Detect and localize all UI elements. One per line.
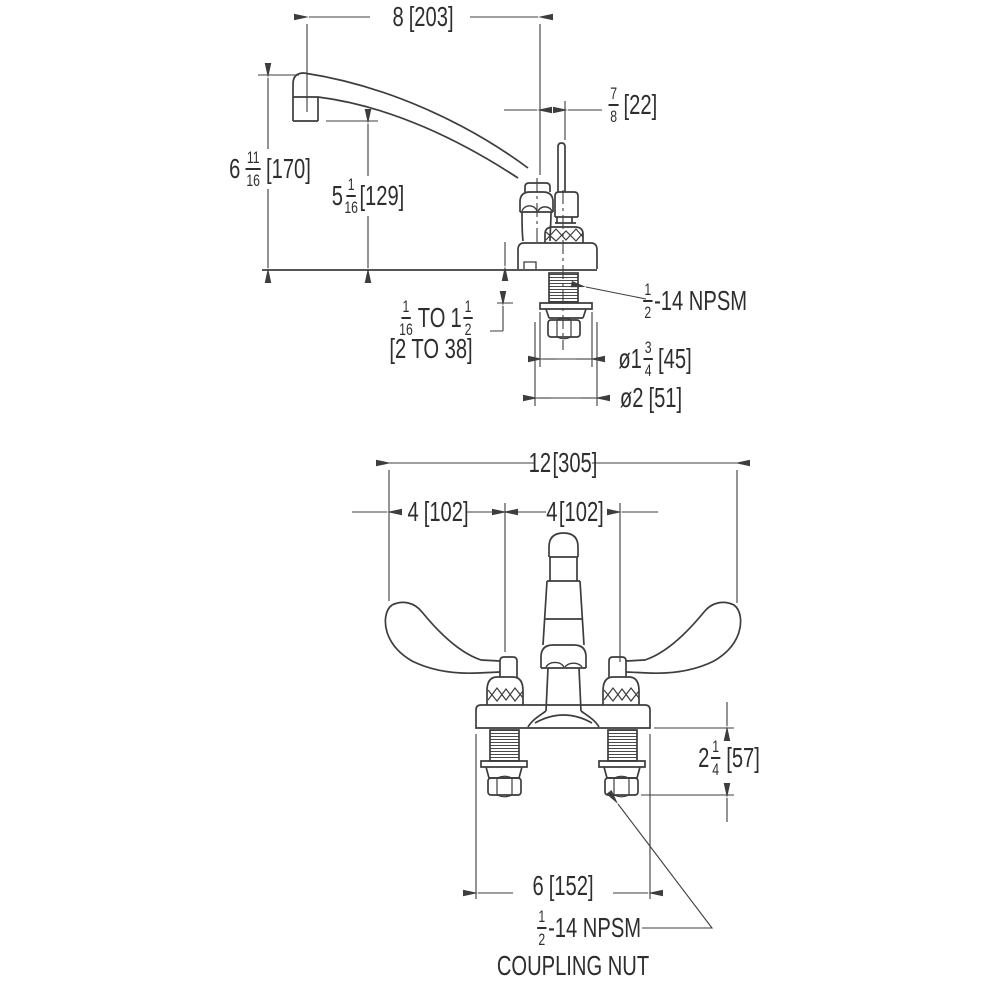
spout-top-curve	[303, 72, 529, 169]
right-handle-block	[608, 656, 627, 677]
coupling-nut-label: COUPLING NUT	[496, 950, 650, 981]
left-shank-flange	[480, 760, 528, 779]
left-valve-facets	[487, 687, 524, 702]
ext-line	[641, 727, 734, 796]
handle-lever	[557, 142, 566, 192]
valve-collar	[544, 226, 584, 243]
leader-line	[570, 280, 647, 300]
spout-skirt	[527, 710, 600, 728]
coupling-nut-side-facets	[556, 317, 572, 340]
dim-handle-gap: 4 [102]	[546, 496, 604, 527]
right-coupling-nut	[604, 777, 639, 796]
handle-base	[554, 191, 579, 218]
spout-bonnet	[540, 644, 587, 669]
right-shank-flange	[598, 760, 646, 779]
coupling-nut-side	[547, 319, 581, 338]
left-shank-threads	[489, 729, 520, 762]
spout-column	[545, 667, 582, 712]
spout-band	[547, 557, 580, 582]
left-handle-block	[499, 656, 518, 677]
left-coupling-nut	[487, 777, 522, 796]
dim-base-diameter: ø2 [51]	[619, 382, 683, 413]
hub-bonnet-arcs	[521, 205, 553, 212]
dim-handle-length: 4 [102]	[407, 496, 469, 527]
valve-neck	[555, 217, 576, 224]
left-valve-bonnet	[486, 676, 524, 705]
right-coupling-nut-facets	[613, 775, 630, 798]
left-blade-handle	[384, 601, 501, 675]
front-view	[384, 532, 742, 798]
spout-taper	[542, 580, 585, 646]
dim-spout-reach: 8 [203]	[392, 1, 454, 32]
ext-line	[490, 302, 513, 332]
ext-line	[504, 503, 621, 662]
dim-overall-width: 12 [305]	[529, 443, 597, 483]
ext-line	[475, 734, 651, 899]
shank-flange-side	[539, 302, 593, 319]
ext-line	[306, 24, 541, 175]
right-valve-facets	[603, 687, 640, 702]
ext-line	[534, 322, 598, 406]
valve-collar-facets	[545, 228, 584, 242]
ext-line	[388, 470, 738, 603]
dim-base-width: 6 [152]	[532, 870, 594, 901]
body-base	[517, 242, 598, 269]
left-coupling-nut-facets	[496, 775, 513, 798]
leader-line	[606, 790, 714, 929]
right-shank-threads	[607, 729, 638, 762]
spout-nozzle-lines	[293, 96, 319, 122]
body-base-notch	[523, 261, 537, 269]
spout-bonnet-arcs	[545, 661, 583, 668]
spout-nozzle	[292, 72, 305, 121]
right-valve-bonnet	[602, 676, 640, 705]
spout-dome	[548, 532, 579, 558]
spout-bottom-curve	[317, 96, 519, 179]
dim-deck-thickness-mm: [2 TO 38]	[389, 333, 473, 364]
right-blade-handle	[625, 601, 742, 675]
side-centerlines	[536, 178, 564, 350]
front-dimensions	[352, 459, 750, 929]
side-dimensions	[258, 13, 647, 406]
base-plate	[475, 704, 651, 729]
